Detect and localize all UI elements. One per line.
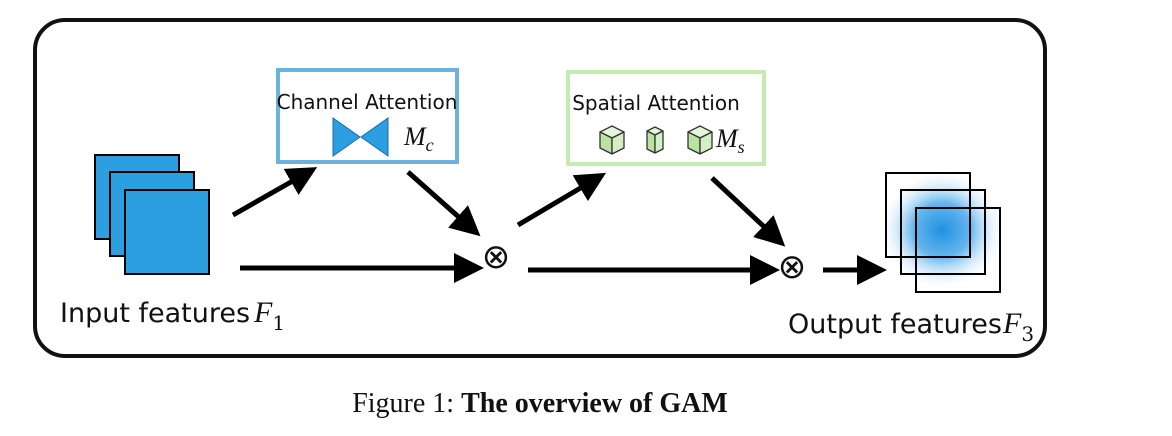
cube-icon bbox=[599, 125, 625, 155]
output-features-label: Output features bbox=[788, 309, 1002, 340]
cube-icon bbox=[646, 126, 664, 154]
caption-prefix: Figure 1: bbox=[352, 388, 462, 419]
input-features-symbol: F1 bbox=[253, 296, 285, 335]
channel-attention-title: Channel Attention bbox=[277, 90, 458, 114]
spatial-symbol: Ms bbox=[715, 124, 745, 157]
outer-frame bbox=[33, 18, 1047, 358]
bottleneck-icon bbox=[332, 117, 389, 157]
multiply-node-2: ⊗ bbox=[778, 247, 807, 287]
arrow-multiply-to-spatial bbox=[516, 172, 607, 228]
multiply-node-1: ⊗ bbox=[482, 237, 511, 277]
input-feature-map bbox=[124, 189, 210, 275]
output-features-symbol: F3 bbox=[1002, 307, 1034, 346]
arrow-input-to-channel bbox=[231, 167, 318, 218]
input-feature-stack bbox=[94, 154, 210, 275]
cube-icon bbox=[687, 125, 713, 155]
channel-attention-box bbox=[276, 68, 459, 164]
output-feature-stack bbox=[884, 172, 1001, 293]
arrow-spatial-to-multiply bbox=[710, 176, 786, 247]
input-features-label: Input features bbox=[60, 298, 250, 329]
arrow-channel-to-multiply bbox=[406, 170, 481, 237]
caption-title: The overview of GAM bbox=[461, 388, 728, 419]
figure-caption: Figure 1: The overview of GAM bbox=[0, 388, 1080, 420]
channel-symbol: Mc bbox=[403, 122, 434, 155]
spatial-attention-title: Spatial Attention bbox=[572, 91, 740, 115]
